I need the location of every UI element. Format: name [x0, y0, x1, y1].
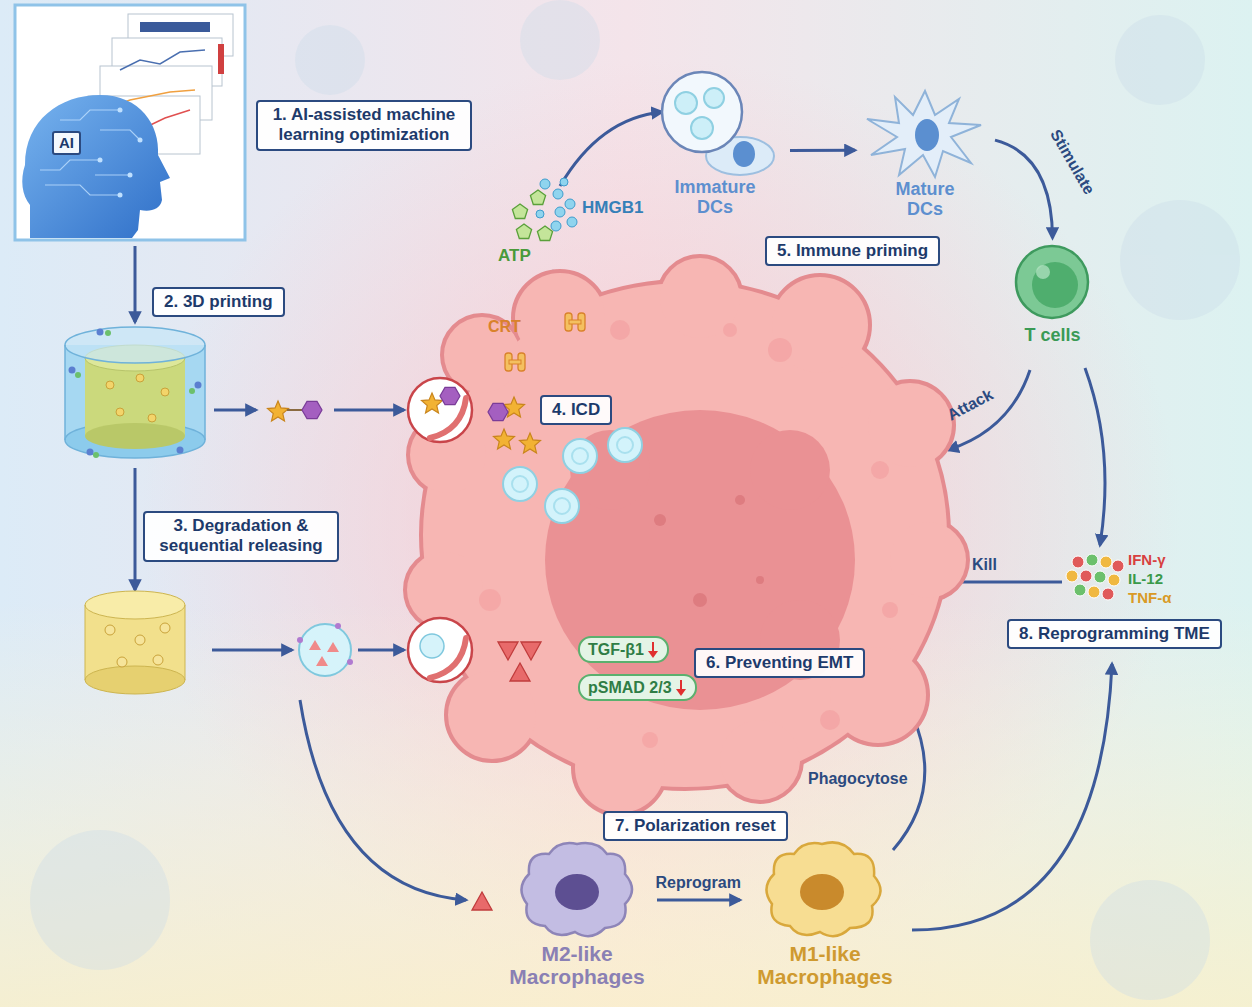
step-box: 8. Reprogramming TME — [1007, 619, 1222, 649]
node-text: AI — [59, 134, 74, 152]
annotation-label: Attack — [944, 386, 996, 425]
cell-figure: M2-like Macrophages — [497, 832, 657, 1004]
m1-macrophage-icon — [740, 832, 910, 942]
annotation-label: HMGB1 — [582, 198, 643, 218]
annotation-label: CRT — [488, 318, 521, 336]
t-cell-icon — [995, 238, 1110, 326]
ai-tag: AI — [52, 131, 81, 155]
cell-figure: Mature DCs — [855, 85, 995, 230]
decrease-arrow — [647, 641, 659, 659]
step-box: 3. Degradation & sequential releasing — [143, 511, 339, 562]
decrease-arrow — [675, 679, 687, 697]
step-box: 6. Preventing EMT — [694, 648, 865, 678]
node-text: 1. AI-assisted machine learning optimiza… — [268, 105, 460, 146]
node-text: Immature DCs — [665, 178, 765, 218]
step-box: 7. Polarization reset — [603, 811, 788, 841]
node-text: 8. Reprogramming TME — [1019, 624, 1210, 644]
step-box: 4. ICD — [540, 395, 612, 425]
node-text: pSMAD 2/3 — [588, 678, 672, 697]
cell-figure: M1-like Macrophages — [740, 832, 910, 1004]
node-text: 5. Immune priming — [777, 241, 928, 261]
step-box: 2. 3D printing — [152, 287, 285, 317]
node-text: 4. ICD — [552, 400, 600, 420]
annotation-label: IL-12 — [1128, 570, 1163, 587]
node-text: 3. Degradation & sequential releasing — [155, 516, 327, 557]
node-text: 7. Polarization reset — [615, 816, 776, 836]
step-box: 1. AI-assisted machine learning optimiza… — [256, 100, 472, 151]
annotation-label: Phagocytose — [808, 770, 908, 788]
connector-arrow — [790, 149, 855, 152]
mature-dendritic-cell-icon — [855, 85, 995, 180]
node-text: 6. Preventing EMT — [706, 653, 853, 673]
cell-figure: Immature DCs — [640, 68, 790, 233]
annotation-label: ATP — [498, 246, 531, 266]
annotation-label: TNF-α — [1128, 589, 1171, 606]
marker-tag: pSMAD 2/3 — [578, 674, 697, 701]
node-text: TGF-β1 — [588, 640, 644, 659]
node-text: M1-like Macrophages — [750, 942, 900, 988]
m2-macrophage-icon — [497, 832, 657, 942]
cell-figure: T cells — [995, 238, 1110, 366]
node-text: T cells — [998, 326, 1108, 346]
dendritic-cell-icon — [640, 68, 790, 178]
node-text: M2-like Macrophages — [502, 942, 652, 988]
step-box: 5. Immune priming — [765, 236, 940, 266]
annotation-label: IFN-γ — [1128, 551, 1166, 568]
connector-arrow — [995, 140, 1053, 238]
marker-tag: TGF-β1 — [578, 636, 669, 663]
edge-label: Reprogram — [656, 874, 741, 892]
annotation-label: Kill — [972, 556, 997, 574]
edge-label: Stimulate — [1046, 126, 1098, 198]
node-text: Mature DCs — [875, 180, 975, 220]
connector-arrow — [657, 898, 740, 901]
node-text: 2. 3D printing — [164, 292, 273, 312]
